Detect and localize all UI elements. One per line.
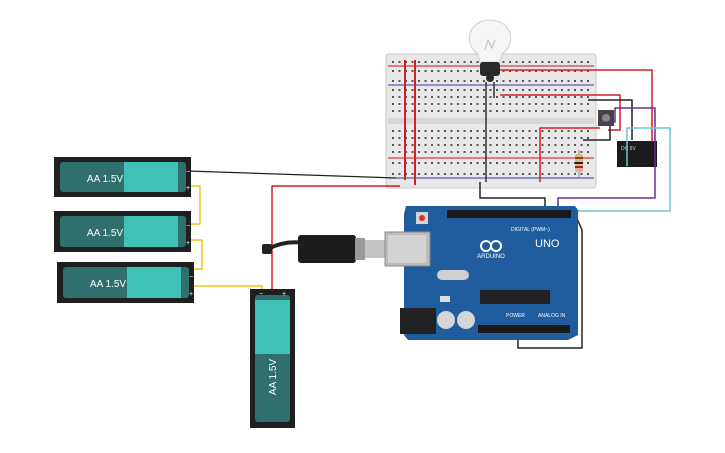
battery-4-label: AA 1.5V <box>268 359 279 395</box>
resistor[interactable] <box>575 150 583 178</box>
arduino-power-label: POWER <box>506 313 525 319</box>
svg-text:+: + <box>282 291 286 298</box>
relay-module[interactable]: DC 5V <box>617 141 657 167</box>
relay-label: DC 5V <box>621 146 636 152</box>
wires <box>187 60 671 349</box>
arduino-uno-board[interactable]: ARDUINO UNO DIGITAL (PWM~) ANALOG IN POW… <box>384 206 578 340</box>
svg-text:+: + <box>186 185 190 192</box>
battery-1[interactable]: AA 1.5V − + <box>54 157 191 197</box>
light-bulb[interactable] <box>469 19 511 82</box>
battery-3[interactable]: AA 1.5V − + <box>57 262 194 303</box>
svg-text:−: − <box>186 223 190 230</box>
arduino-brand: ARDUINO <box>477 254 505 260</box>
svg-text:+: + <box>186 240 190 247</box>
arduino-model: UNO <box>535 238 560 250</box>
svg-text:−: − <box>189 274 193 281</box>
battery-1-label: AA 1.5V <box>87 174 123 185</box>
battery-2[interactable]: AA 1.5V − + <box>54 211 191 252</box>
battery-3-label: AA 1.5V <box>90 279 126 290</box>
push-button[interactable] <box>598 110 614 126</box>
battery-4[interactable]: − + AA 1.5V <box>250 289 295 428</box>
svg-text:−: − <box>186 169 190 176</box>
battery-2-label: AA 1.5V <box>87 228 123 239</box>
usb-cable <box>262 235 387 263</box>
svg-text:−: − <box>259 291 263 298</box>
arduino-analog-label: ANALOG IN <box>538 313 566 319</box>
svg-text:+: + <box>189 291 193 298</box>
arduino-digital-label: DIGITAL (PWM~) <box>511 227 550 233</box>
